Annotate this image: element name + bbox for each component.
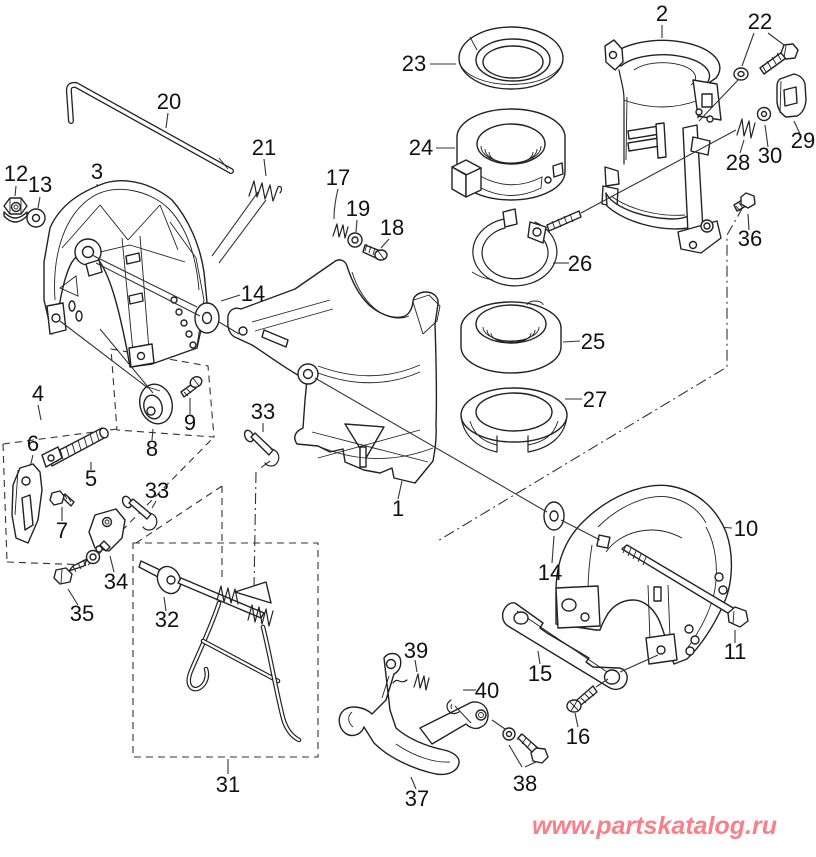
part-28-spring	[736, 118, 756, 139]
callout-8: 8	[146, 436, 158, 461]
part-35-bolt	[53, 558, 88, 585]
callout-15: 15	[528, 661, 552, 686]
callout-22: 22	[748, 9, 772, 34]
callout-1: 1	[392, 496, 404, 521]
callout-5: 5	[85, 466, 97, 491]
part-20-tilt-rod	[65, 81, 234, 174]
part-16-screw	[566, 685, 598, 713]
part-27-split-ring	[460, 387, 568, 453]
part-30-washer	[756, 106, 772, 122]
part-24-bushing-housing	[451, 108, 566, 201]
part-37-lock-lever	[338, 652, 489, 776]
callout-34: 34	[104, 569, 128, 594]
part-7-screw	[49, 490, 75, 507]
callout-9: 9	[184, 410, 196, 435]
part-9-screw	[180, 376, 203, 398]
callout-27: 27	[583, 387, 607, 412]
callout-14-left: 14	[241, 281, 265, 306]
callout-29: 29	[791, 128, 815, 153]
part-15-plate	[501, 602, 628, 691]
part-2-swivel-housing	[601, 39, 722, 254]
callout-25: 25	[581, 329, 605, 354]
part-1-swivel-bracket	[227, 259, 441, 484]
callout-24: 24	[409, 135, 433, 160]
callout-21: 21	[252, 135, 276, 160]
part-31-spring-assembly	[138, 560, 302, 743]
part-6-latch	[11, 463, 43, 544]
part-40-clip	[446, 699, 460, 715]
part-14-washer-left	[194, 302, 220, 334]
callout-37: 37	[405, 786, 429, 811]
part-18-screw	[362, 243, 388, 261]
part-10-clamp-bracket	[555, 484, 733, 665]
callout-7: 7	[56, 518, 68, 543]
part-38-screw	[502, 727, 549, 764]
watermark-text: www.partskatalog.ru	[532, 812, 777, 840]
part-17-spring	[332, 223, 349, 239]
callout-38: 38	[513, 771, 537, 796]
part-8-grommet	[139, 383, 173, 425]
callout-10: 10	[734, 516, 758, 541]
callout-11: 11	[724, 639, 747, 664]
callout-20: 20	[157, 89, 181, 114]
part-33-pin-lower	[121, 495, 158, 531]
axis-lines	[59, 78, 740, 730]
callout-28: 28	[726, 150, 750, 175]
callout-13: 13	[28, 172, 52, 197]
callout-12: 12	[4, 161, 28, 186]
part-33-pin-upper	[243, 429, 280, 467]
part-32-pin	[138, 560, 265, 619]
callout-labels: 20 21 12 13 3 17 19 18 2 22 23 24 28 30 …	[4, 1, 815, 811]
callout-33-lower: 33	[145, 478, 169, 503]
callout-33-upper: 33	[251, 399, 275, 424]
axis-line-36	[435, 206, 744, 543]
part-19-washer	[347, 232, 363, 248]
part-39-spring	[392, 673, 430, 691]
dashed-box-31	[132, 542, 319, 758]
callout-30: 30	[758, 143, 782, 168]
callout-17: 17	[326, 165, 350, 190]
part-5-threaded-rod	[41, 427, 109, 468]
callout-39: 39	[404, 638, 428, 663]
part-23-ring	[458, 26, 564, 90]
part-22-bolt	[733, 43, 799, 81]
part-34-bracket	[85, 508, 126, 565]
callout-26: 26	[568, 251, 592, 276]
dashed-box-8-9	[110, 348, 215, 438]
callout-40: 40	[475, 678, 499, 703]
callout-16: 16	[566, 724, 590, 749]
callout-2: 2	[656, 1, 668, 26]
callout-35: 35	[70, 601, 94, 626]
leader-lines	[2, 25, 801, 790]
part-29-latch-keeper	[776, 73, 807, 118]
part-21-spring	[248, 180, 283, 202]
part-12-nut	[3, 197, 28, 223]
part-26-clamp-band	[471, 208, 582, 287]
callout-23: 23	[402, 51, 426, 76]
callout-6: 6	[27, 431, 39, 456]
part-3-clamp-bracket	[43, 180, 208, 368]
callout-18: 18	[380, 215, 404, 240]
part-14-washer-right	[543, 501, 565, 531]
axis-line-33	[253, 460, 271, 589]
callout-14-right: 14	[538, 560, 562, 585]
callout-36: 36	[738, 226, 762, 251]
part-11-bolt	[621, 544, 749, 628]
callout-19: 19	[346, 196, 370, 221]
callout-32: 32	[155, 607, 179, 632]
callout-3: 3	[91, 159, 103, 184]
part-25-bushing	[460, 300, 562, 374]
callout-31: 31	[216, 772, 240, 797]
callout-4: 4	[32, 381, 44, 406]
part-13-washer	[26, 208, 46, 228]
part-36-bolt	[733, 192, 756, 212]
